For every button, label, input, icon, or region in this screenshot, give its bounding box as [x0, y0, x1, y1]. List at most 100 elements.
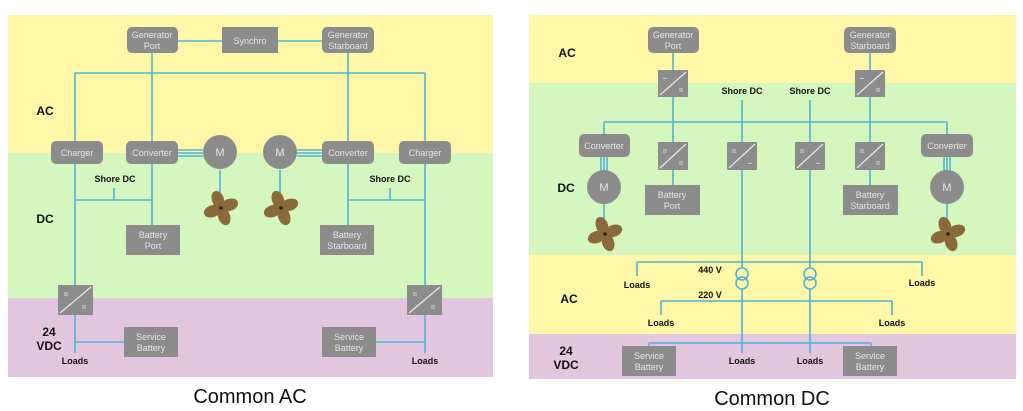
svg-text:Starboard: Starboard [327, 241, 367, 251]
dc-dc-converter-starboard: = = [407, 285, 442, 315]
zone-label-24: 24 [559, 344, 573, 358]
common-dc-diagram: AC DC AC 24 VDC Generator Port Generator… [529, 15, 1016, 410]
svg-text:~: ~ [860, 74, 865, 83]
svg-text:=: = [732, 147, 737, 156]
svg-text:M: M [942, 182, 951, 194]
shore-dc-label-starboard: Shore DC [369, 174, 411, 184]
svg-text:Port: Port [145, 241, 162, 251]
loads-label-24v-starboard: Loads [797, 356, 824, 366]
battery-starboard-box: Battery Starboard [843, 185, 898, 215]
ac-top-zone [529, 15, 1016, 83]
svg-text:Port: Port [665, 41, 682, 51]
svg-text:Battery: Battery [856, 190, 885, 200]
svg-text:=: = [679, 159, 684, 168]
caption-common-ac: Common AC [193, 386, 306, 408]
vdc-zone [529, 334, 1016, 379]
dc-zone [8, 153, 493, 298]
svg-text:Converter: Converter [584, 141, 624, 151]
svg-text:Generator: Generator [328, 30, 369, 40]
converter-port-box: Converter [126, 141, 178, 164]
zone-label-vdc: VDC [36, 339, 62, 353]
svg-text:M: M [275, 147, 284, 159]
battery-port-box: Battery Port [645, 185, 700, 215]
dc-ac-inverter-port: = ~ [727, 142, 757, 170]
generator-port-box: Generator Port [648, 27, 699, 53]
svg-text:=: = [876, 86, 881, 95]
svg-text:Service: Service [136, 332, 166, 342]
svg-text:Charger: Charger [61, 148, 94, 158]
svg-text:=: = [800, 147, 805, 156]
ac-dc-converter-port: ~ = [658, 70, 688, 97]
svg-text:=: = [413, 290, 418, 299]
svg-text:Battery: Battery [856, 362, 885, 372]
svg-text:Battery: Battery [137, 343, 166, 353]
svg-text:M: M [215, 147, 224, 159]
wires [600, 53, 951, 353]
svg-text:=: = [431, 303, 436, 312]
caption-common-dc: Common DC [714, 388, 830, 410]
svg-text:Synchro: Synchro [233, 36, 266, 46]
motor-port: M [203, 135, 237, 169]
svg-text:Converter: Converter [132, 148, 172, 158]
svg-text:=: = [663, 147, 668, 156]
charger-port-box: Charger [51, 141, 103, 164]
svg-text:=: = [64, 290, 69, 299]
service-battery-starboard-box: Service Battery [322, 327, 376, 357]
battery-starboard-box: Battery Starboard [320, 225, 374, 255]
loads-label-starboard: Loads [412, 356, 439, 366]
service-battery-port-box: Service Battery [124, 327, 178, 357]
motor-port: M [587, 170, 621, 204]
voltage-220-label: 220 V [698, 290, 722, 300]
dc-dc-converter-starboard: = = [855, 142, 885, 170]
svg-text:Starboard: Starboard [850, 41, 890, 51]
wires [74, 40, 426, 353]
dc-ac-inverter-starboard: = ~ [795, 142, 825, 170]
svg-text:M: M [599, 182, 608, 194]
common-ac-diagram: AC DC 24 VDC Generator Port Synchro Gene… [8, 15, 493, 408]
svg-text:Battery: Battery [139, 230, 168, 240]
shore-dc-label-port: Shore DC [721, 86, 763, 96]
motor-starboard: M [930, 170, 964, 204]
zone-label-ac-bottom: AC [560, 292, 578, 306]
svg-text:Service: Service [634, 351, 664, 361]
zone-label-dc: DC [557, 181, 575, 195]
loads-label-220-starboard: Loads [879, 318, 906, 328]
zone-label-vdc: VDC [553, 358, 579, 372]
svg-text:=: = [82, 303, 87, 312]
svg-text:Port: Port [664, 201, 681, 211]
svg-text:~: ~ [748, 159, 753, 168]
synchro-box: Synchro [222, 27, 278, 53]
svg-text:Converter: Converter [328, 148, 368, 158]
converter-port-box: Converter [579, 134, 630, 157]
svg-text:Battery: Battery [333, 230, 362, 240]
zone-label-ac: AC [36, 104, 54, 118]
zone-label-24: 24 [42, 325, 56, 339]
ac-bottom-zone [529, 255, 1016, 334]
svg-text:~: ~ [816, 159, 821, 168]
loads-label-24v-port: Loads [729, 356, 756, 366]
svg-text:Service: Service [855, 351, 885, 361]
battery-port-box: Battery Port [126, 225, 180, 255]
svg-text:=: = [679, 86, 684, 95]
svg-text:Generator: Generator [653, 30, 694, 40]
svg-text:Charger: Charger [409, 148, 442, 158]
shore-dc-label-port: Shore DC [94, 174, 136, 184]
svg-text:Generator: Generator [132, 30, 173, 40]
svg-text:~: ~ [663, 74, 668, 83]
zone-label-dc: DC [36, 212, 54, 226]
dc-dc-converter-port: = = [58, 285, 93, 315]
ac-dc-converter-starboard: ~ = [855, 70, 885, 97]
generator-starboard-box: Generator Starboard [322, 27, 374, 53]
svg-text:Converter: Converter [927, 141, 967, 151]
svg-text:=: = [876, 159, 881, 168]
service-battery-starboard-box: Service Battery [843, 346, 897, 376]
loads-label-440-port: Loads [624, 280, 651, 290]
service-battery-port-box: Service Battery [622, 346, 676, 376]
svg-text:Starboard: Starboard [328, 41, 368, 51]
converter-starboard-box: Converter [921, 134, 973, 157]
dc-dc-converter-port: = = [658, 142, 688, 170]
svg-text:Battery: Battery [658, 190, 687, 200]
converter-starboard-box: Converter [322, 141, 374, 164]
shore-dc-label-starboard: Shore DC [789, 86, 831, 96]
